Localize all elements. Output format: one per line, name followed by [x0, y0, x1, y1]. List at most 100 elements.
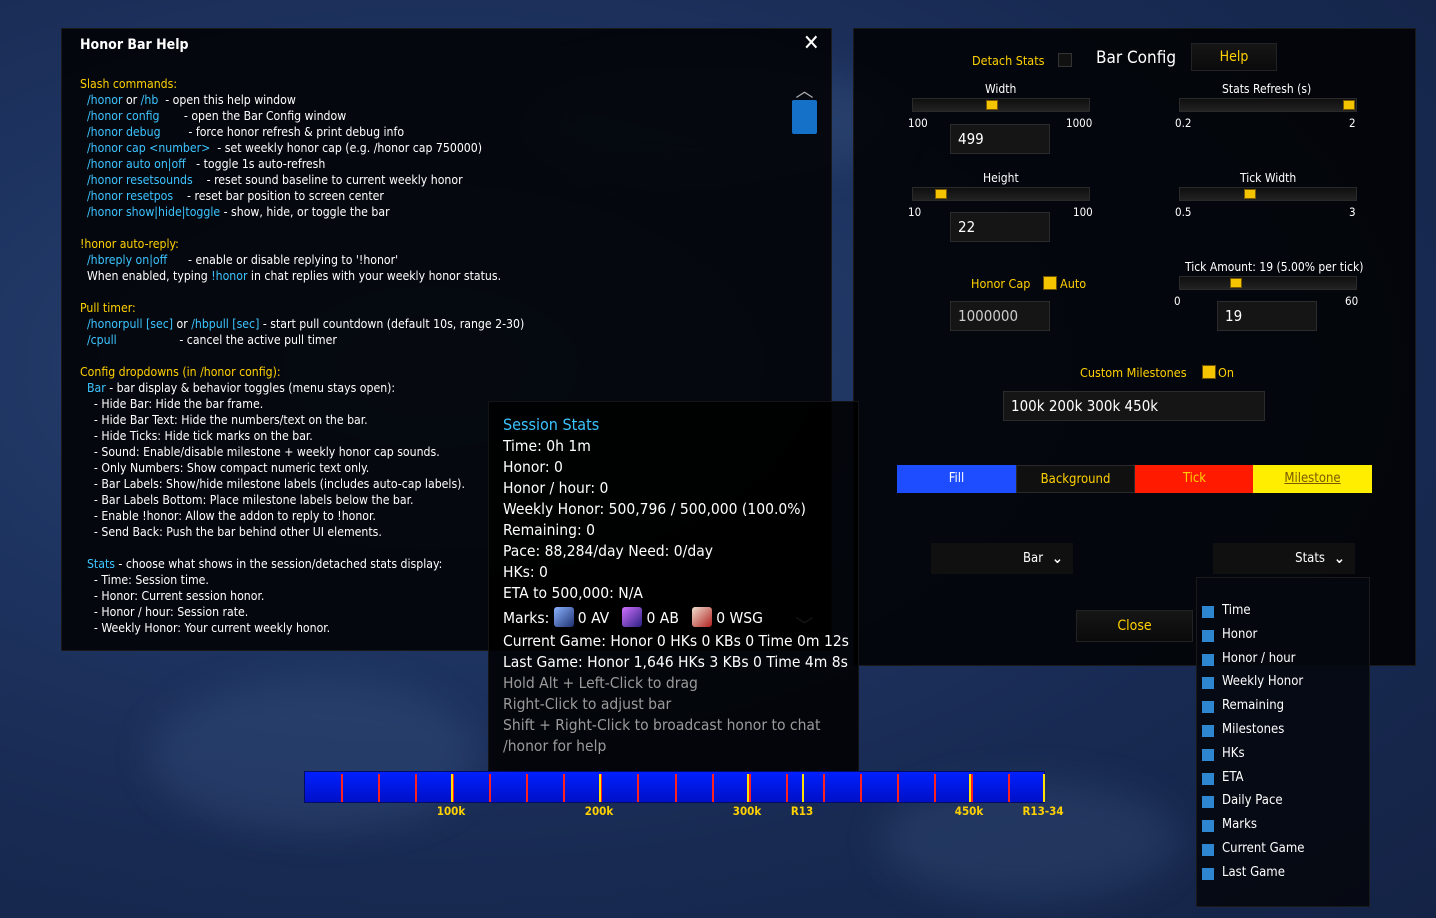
milestones-input[interactable]: 100k 200k 300k 450k	[1003, 391, 1265, 421]
help-text-segment: /honor resetsounds	[80, 173, 193, 187]
stats-menu-item[interactable]: Last Game	[1202, 865, 1285, 880]
height-input[interactable]: 22	[950, 212, 1050, 242]
help-line: - Hide Ticks: Hide tick marks on the bar…	[80, 428, 780, 444]
checkbox-icon[interactable]	[1202, 748, 1214, 761]
checkbox-icon[interactable]	[1202, 677, 1214, 690]
height-slider[interactable]	[912, 187, 1090, 201]
checkbox-icon[interactable]	[1202, 820, 1214, 833]
scrollbar-thumb[interactable]	[792, 100, 817, 134]
help-window: Honor Bar Help ✕ Slash commands: /honor …	[61, 28, 832, 651]
bar-tick	[749, 774, 751, 802]
milestone-color-button[interactable]: Milestone	[1253, 465, 1372, 493]
chevron-down-icon: ⌄	[1333, 549, 1345, 567]
help-text-segment: !honor auto-reply:	[80, 237, 179, 251]
help-line: /honor resetpos - reset bar position to …	[80, 188, 780, 204]
checkbox-icon[interactable]	[1202, 653, 1214, 666]
help-line: /honor cap <number> - set weekly honor c…	[80, 140, 780, 156]
milestone-marker	[747, 774, 749, 802]
width-input[interactable]: 499	[950, 124, 1050, 154]
help-text-segment: Config dropdowns (in /honor config):	[80, 365, 281, 379]
checkbox-icon[interactable]	[1202, 701, 1214, 714]
detach-stats-checkbox[interactable]	[1058, 53, 1072, 67]
stats-menu-item[interactable]: Honor	[1202, 627, 1257, 642]
stat-honor-hour: Honor / hour: 0	[503, 479, 609, 497]
background-color-button[interactable]: Background	[1016, 465, 1135, 493]
stats-menu-item-label: Remaining	[1222, 698, 1285, 714]
close-icon[interactable]: ✕	[803, 31, 820, 56]
help-text-segment: - Bar Labels: Show/hide milestone labels…	[80, 477, 465, 491]
auto-cap-label: Auto	[1060, 276, 1087, 291]
milestones-on-checkbox[interactable]	[1202, 365, 1216, 379]
checkbox-icon[interactable]	[1202, 772, 1214, 785]
help-text-segment: Slash commands:	[80, 77, 178, 91]
stats-dropdown[interactable]: Stats⌄	[1213, 543, 1355, 574]
help-text-segment: - Bar Labels Bottom: Place milestone lab…	[80, 493, 414, 507]
fill-color-button[interactable]: Fill	[897, 465, 1016, 493]
stats-menu-item[interactable]: Honor / hour	[1202, 651, 1295, 666]
stat-remaining: Remaining: 0	[503, 521, 595, 539]
help-text-segment: /honorpull [sec]	[80, 317, 174, 331]
stats-menu-item-label: HKs	[1222, 745, 1245, 761]
bar-dropdown[interactable]: Bar⌄	[931, 543, 1073, 574]
help-line	[80, 220, 780, 236]
help-text-segment: /honor	[80, 93, 123, 107]
stat-marks: Marks: 0 AV 0 AB 0 WSG	[503, 607, 763, 627]
auto-cap-checkbox[interactable]	[1043, 276, 1057, 290]
milestone-marker	[451, 774, 453, 802]
width-slider-thumb[interactable]	[986, 100, 998, 110]
stats-refresh-label: Stats Refresh (s)	[1222, 82, 1312, 96]
stats-menu-item[interactable]: Time	[1202, 603, 1251, 618]
tick-width-thumb[interactable]	[1244, 189, 1256, 199]
chevron-down-icon: ⌄	[1051, 549, 1063, 567]
stats-refresh-slider[interactable]	[1179, 98, 1357, 112]
honor-cap-input[interactable]: 1000000	[950, 301, 1050, 331]
tick-amount-input[interactable]: 19	[1217, 301, 1317, 331]
help-text: Slash commands: /honor or /hb - open thi…	[80, 76, 780, 636]
help-button[interactable]: Help	[1191, 43, 1277, 71]
honor-bar[interactable]	[304, 771, 1045, 803]
tick-amount-slider[interactable]	[1179, 276, 1357, 290]
stat-honor: Honor: 0	[503, 458, 563, 476]
bar-tick	[860, 774, 862, 802]
tick-amount-thumb[interactable]	[1230, 278, 1242, 288]
help-line: - Send Back: Push the bar behind other U…	[80, 524, 780, 540]
bar-tick	[415, 774, 417, 802]
width-slider[interactable]	[912, 98, 1090, 112]
help-line: Slash commands:	[80, 76, 780, 92]
close-button[interactable]: Close	[1076, 610, 1193, 642]
tick-color-button[interactable]: Tick	[1135, 465, 1254, 493]
help-text-segment: - set weekly honor cap (e.g. /honor cap …	[210, 141, 483, 155]
tick-width-slider[interactable]	[1179, 187, 1357, 201]
checkbox-icon[interactable]	[1202, 629, 1214, 642]
stats-menu-item[interactable]: Remaining	[1202, 698, 1285, 714]
scroll-up-icon[interactable]: ︿	[795, 81, 814, 102]
stat-eta: ETA to 500,000: N/A	[503, 584, 643, 602]
stats-menu-item[interactable]: Milestones	[1202, 722, 1284, 737]
width-label: Width	[985, 82, 1017, 96]
checkbox-icon[interactable]	[1202, 725, 1214, 737]
detach-stats-label: Detach Stats	[972, 53, 1045, 68]
stats-refresh-min: 0.2	[1175, 116, 1192, 130]
help-text-segment: - start pull countdown (default 10s, ran…	[259, 317, 525, 331]
checkbox-icon[interactable]	[1202, 844, 1214, 856]
stats-menu-item-label: Marks	[1222, 817, 1257, 833]
stats-menu-item[interactable]: ETA	[1202, 770, 1244, 785]
help-line: /honor show|hide|toggle - show, hide, or…	[80, 204, 780, 220]
stats-refresh-thumb[interactable]	[1343, 100, 1355, 110]
checkbox-icon[interactable]	[1202, 867, 1214, 880]
help-text-segment: /honor config	[80, 109, 160, 123]
help-line: - Honor: Current session honor.	[80, 588, 780, 604]
stats-menu-item[interactable]: Weekly Honor	[1202, 674, 1303, 690]
tick-width-max: 3	[1349, 205, 1356, 219]
help-line: /cpull - cancel the active pull timer	[80, 332, 780, 348]
height-slider-thumb[interactable]	[935, 189, 947, 199]
stats-menu-item[interactable]: Daily Pace	[1202, 793, 1283, 809]
stats-menu-item[interactable]: Current Game	[1202, 841, 1304, 856]
help-line: - Bar Labels: Show/hide milestone labels…	[80, 476, 780, 492]
stats-refresh-max: 2	[1349, 116, 1356, 130]
stats-menu-item[interactable]: HKs	[1202, 745, 1245, 761]
help-line	[80, 284, 780, 300]
checkbox-icon[interactable]	[1202, 796, 1214, 809]
stats-menu-item[interactable]: Marks	[1202, 817, 1257, 833]
checkbox-icon[interactable]	[1202, 606, 1214, 618]
